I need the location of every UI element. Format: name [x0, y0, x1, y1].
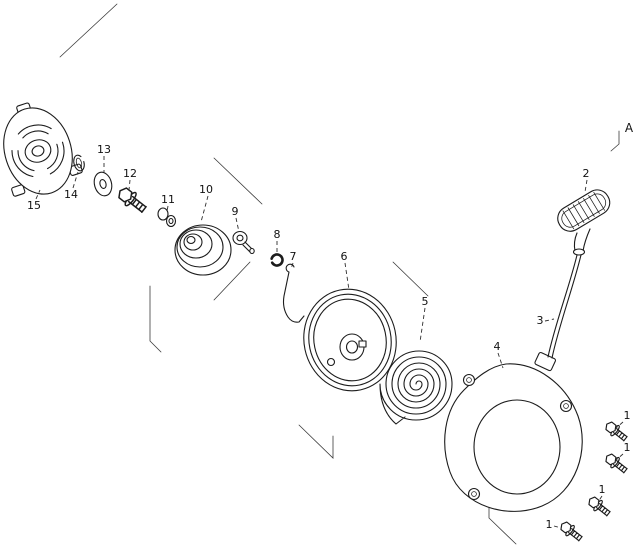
pawl-arm	[242, 241, 253, 253]
frame-line-mid-lower	[213, 261, 251, 301]
handle-ferrule	[572, 248, 586, 256]
part-label-5: 5	[422, 295, 429, 308]
housing-outline	[444, 363, 583, 512]
part-label-10: 10	[199, 183, 213, 196]
bolt-12	[114, 183, 150, 217]
part-11-nut	[157, 207, 177, 228]
part-3-starter-rope	[547, 254, 582, 359]
leader-14	[72, 171, 79, 189]
leader-11	[166, 205, 169, 212]
part-label-11: 11	[161, 193, 175, 206]
part-label-1b: 1	[624, 441, 631, 454]
part-15-starter-cup	[3, 102, 83, 197]
leader-6	[344, 262, 350, 291]
part-7-friction-spring	[282, 263, 305, 323]
cup-slot-inner	[17, 130, 59, 172]
view-a-bracket	[610, 130, 620, 152]
part-label-2: 2	[583, 167, 590, 180]
leader-3	[544, 318, 555, 322]
part-13-washer	[93, 171, 113, 197]
part-number-labels: 15 14 13 12 11 10 9 8 7 6 5 4 3 2 1 1 1 …	[27, 121, 634, 531]
spiral-spring-path	[379, 350, 453, 425]
housing-ear-1	[462, 373, 476, 387]
leader-1c	[597, 495, 603, 503]
ring-outline	[73, 154, 85, 172]
handle-neck	[573, 228, 591, 252]
frame-bracket-bottom-middle	[298, 424, 334, 459]
rope-strand-1	[547, 254, 578, 358]
frame-line-right-of-pulley	[392, 261, 429, 297]
part-4-starter-housing	[444, 351, 583, 512]
leader-5	[419, 307, 426, 343]
housing-ear-1-hole	[466, 377, 472, 383]
pawl-hole	[236, 234, 244, 242]
housing-ear-3-hole	[471, 491, 477, 497]
part-5-recoil-spring	[379, 350, 453, 425]
cup-slot-outer	[11, 124, 65, 178]
frame-bracket-left	[149, 285, 162, 353]
pulley-bore	[345, 340, 359, 354]
pawl-tip	[249, 247, 255, 255]
part-label-14: 14	[64, 188, 78, 201]
leader-4	[497, 352, 504, 369]
case-bore	[186, 235, 196, 245]
part-label-9: 9	[232, 205, 239, 218]
rope-strand-2	[551, 254, 582, 359]
part-8-snap-ring	[270, 253, 284, 267]
leader-2	[584, 179, 588, 193]
housing-face	[473, 399, 561, 495]
part-label-7: 7	[290, 250, 297, 263]
snap-ring-body	[270, 253, 284, 267]
housing-ear-2-hole	[563, 403, 569, 409]
part-14-retaining-ring	[73, 154, 85, 172]
part-label-12: 12	[123, 167, 137, 180]
bolt-1d	[557, 518, 585, 545]
housing-ear-2	[559, 399, 573, 413]
housing-ear-3	[467, 487, 481, 501]
part-label-6: 6	[341, 250, 348, 263]
part-label-1a: 1	[624, 409, 631, 422]
part-6-rope-pulley	[303, 288, 397, 392]
washer-hole	[99, 179, 107, 189]
part-10-spring-case	[174, 224, 232, 276]
ring-inner	[75, 157, 83, 169]
leader-1a	[615, 421, 624, 429]
frame-line-mid-upper	[213, 157, 263, 205]
cup-bore	[31, 145, 45, 157]
leader-9	[235, 217, 240, 233]
part-label-1d: 1	[546, 518, 553, 531]
leader-1d	[553, 525, 562, 529]
part-label-8: 8	[274, 228, 281, 241]
nut-hole	[168, 217, 174, 225]
pulley-rope-hole	[326, 357, 336, 367]
callout-leaders	[35, 156, 624, 529]
bolt-1a	[602, 418, 630, 445]
pulley-pawl-pocket	[358, 340, 367, 348]
part-9-ratchet-pawl	[232, 230, 255, 255]
leader-15	[35, 189, 41, 200]
spring-wire	[282, 263, 305, 323]
part-2-starter-handle	[557, 189, 611, 256]
part-12-bolt	[114, 183, 150, 217]
part-label-3: 3	[537, 314, 544, 327]
handle-grip-hatching	[562, 191, 605, 230]
view-a-label: A	[625, 121, 634, 135]
leader-7	[290, 262, 294, 270]
nut-washer	[157, 207, 169, 221]
frame-line-top-left	[59, 3, 118, 58]
part-label-13: 13	[97, 143, 111, 156]
leader-12	[128, 179, 131, 191]
cup-lug-bottom-left	[11, 184, 26, 197]
part-label-4: 4	[494, 340, 501, 353]
bolt-1c	[585, 493, 613, 520]
part-label-15: 15	[27, 199, 41, 212]
bolt-1b	[602, 450, 630, 477]
leader-10	[200, 195, 209, 223]
part-label-1c: 1	[599, 483, 606, 496]
leader-1b	[615, 453, 624, 461]
